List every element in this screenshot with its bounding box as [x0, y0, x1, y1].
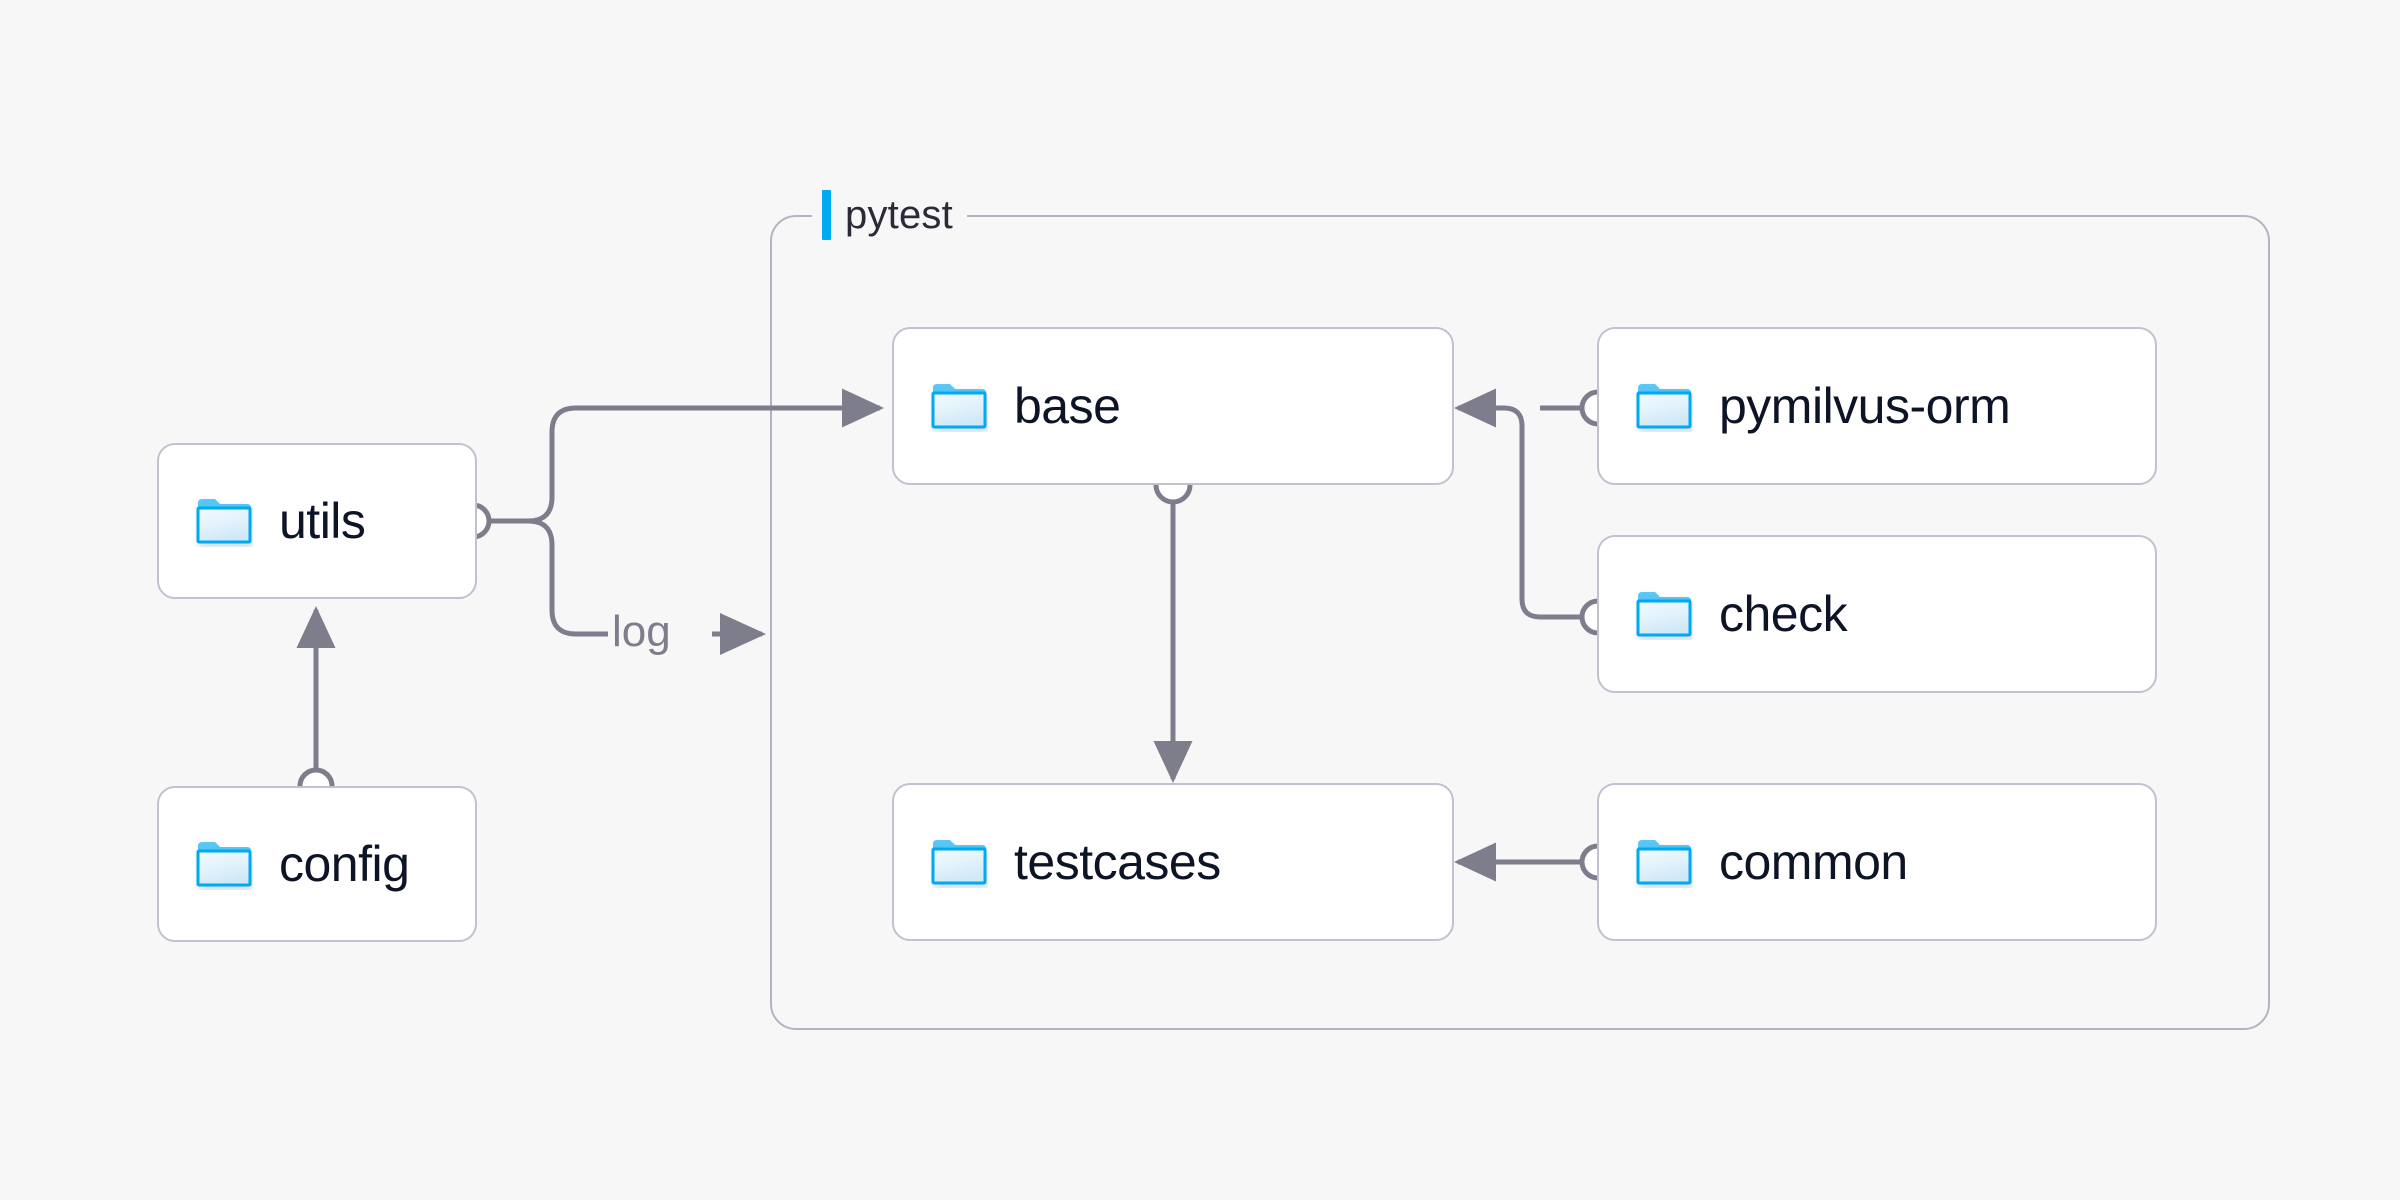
node-common[interactable]: common — [1597, 783, 2157, 941]
node-testcases[interactable]: testcases — [892, 783, 1454, 941]
edge-label-log: log — [612, 607, 671, 656]
node-label: testcases — [1014, 834, 1221, 890]
node-label: pymilvus-orm — [1719, 378, 2011, 434]
node-label: base — [1014, 378, 1121, 434]
group-container-pytest — [770, 215, 2270, 1030]
group-label-pytest: pytest — [812, 187, 967, 243]
folder-icon — [1636, 384, 1692, 429]
folder-icon — [196, 842, 252, 887]
node-utils[interactable]: utils — [157, 443, 477, 599]
node-label: common — [1719, 834, 1908, 890]
accent-bar-icon — [822, 190, 831, 240]
folder-icon — [1636, 592, 1692, 637]
edge-utils-to-log — [527, 518, 608, 637]
node-label: check — [1719, 586, 1848, 642]
node-base[interactable]: base — [892, 327, 1454, 485]
node-label: config — [279, 836, 410, 892]
folder-icon — [196, 499, 252, 544]
node-check[interactable]: check — [1597, 535, 2157, 693]
folder-icon — [1636, 840, 1692, 885]
folder-icon — [931, 384, 987, 429]
node-pymilvus-orm[interactable]: pymilvus-orm — [1597, 327, 2157, 485]
folder-icon — [931, 840, 987, 885]
node-config[interactable]: config — [157, 786, 477, 942]
group-label-text: pytest — [845, 193, 953, 237]
node-label: utils — [279, 493, 366, 549]
